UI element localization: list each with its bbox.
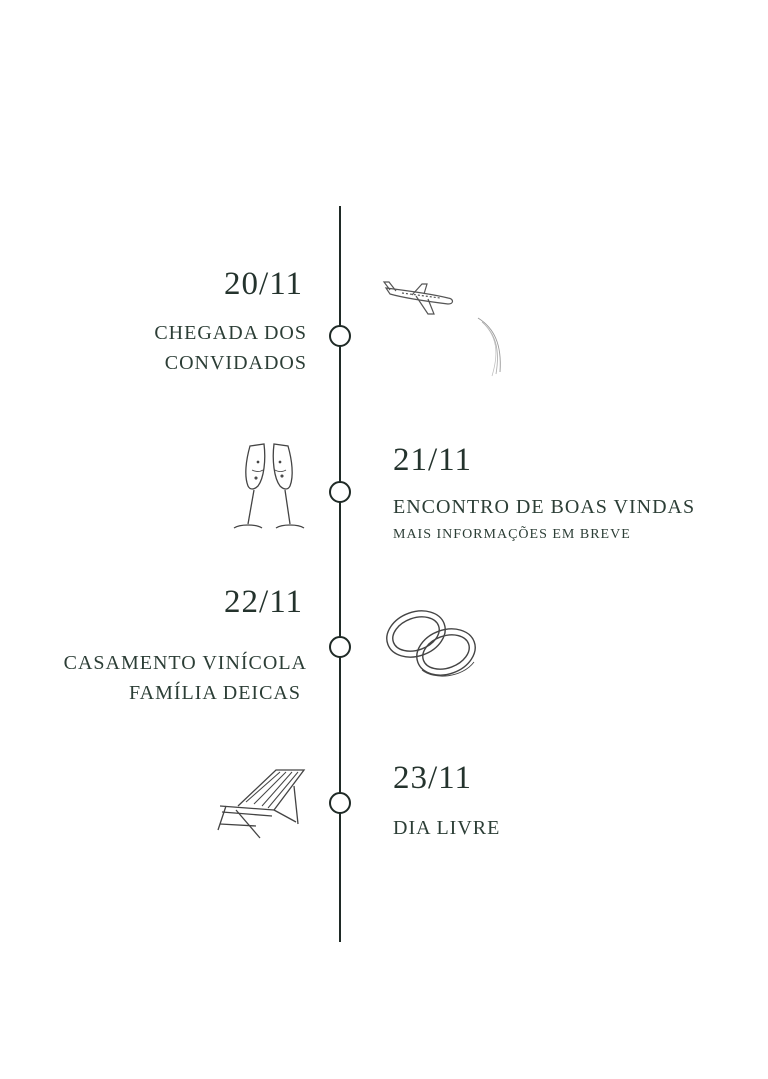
event-title-2: ENCONTRO DE BOAS VINDAS xyxy=(393,496,696,518)
champagne-glasses-icon xyxy=(228,440,310,536)
timeline-line xyxy=(339,206,341,942)
timeline-node-2 xyxy=(329,481,351,503)
wedding-rings-icon xyxy=(382,600,482,690)
timeline-node-3 xyxy=(329,636,351,658)
event-date-1: 20/11 xyxy=(224,266,303,302)
event-title-3-line1: CASAMENTO VINÍCOLA xyxy=(63,652,307,674)
beach-chair-icon xyxy=(216,766,310,840)
event-date-2: 21/11 xyxy=(393,442,472,478)
event-subtitle-2: MAIS INFORMAÇÕES EM BREVE xyxy=(393,527,631,542)
event-date-3: 22/11 xyxy=(224,584,303,620)
event-title-4: DIA LIVRE xyxy=(393,817,501,839)
timeline-node-4 xyxy=(329,792,351,814)
event-title-1-line1: CHEGADA DOS xyxy=(154,322,307,344)
event-title-3: CASAMENTO VINÍCOLA FAMÍLIA DEICAS xyxy=(64,648,307,708)
timeline-node-1 xyxy=(329,325,351,347)
event-title-1: CHEGADA DOS CONVIDADOS xyxy=(154,318,307,378)
airplane-icon xyxy=(382,280,512,380)
event-date-4: 23/11 xyxy=(393,760,472,796)
event-title-1-line2: CONVIDADOS xyxy=(164,352,307,374)
event-title-3-line2: FAMÍLIA DEICAS xyxy=(129,682,301,704)
